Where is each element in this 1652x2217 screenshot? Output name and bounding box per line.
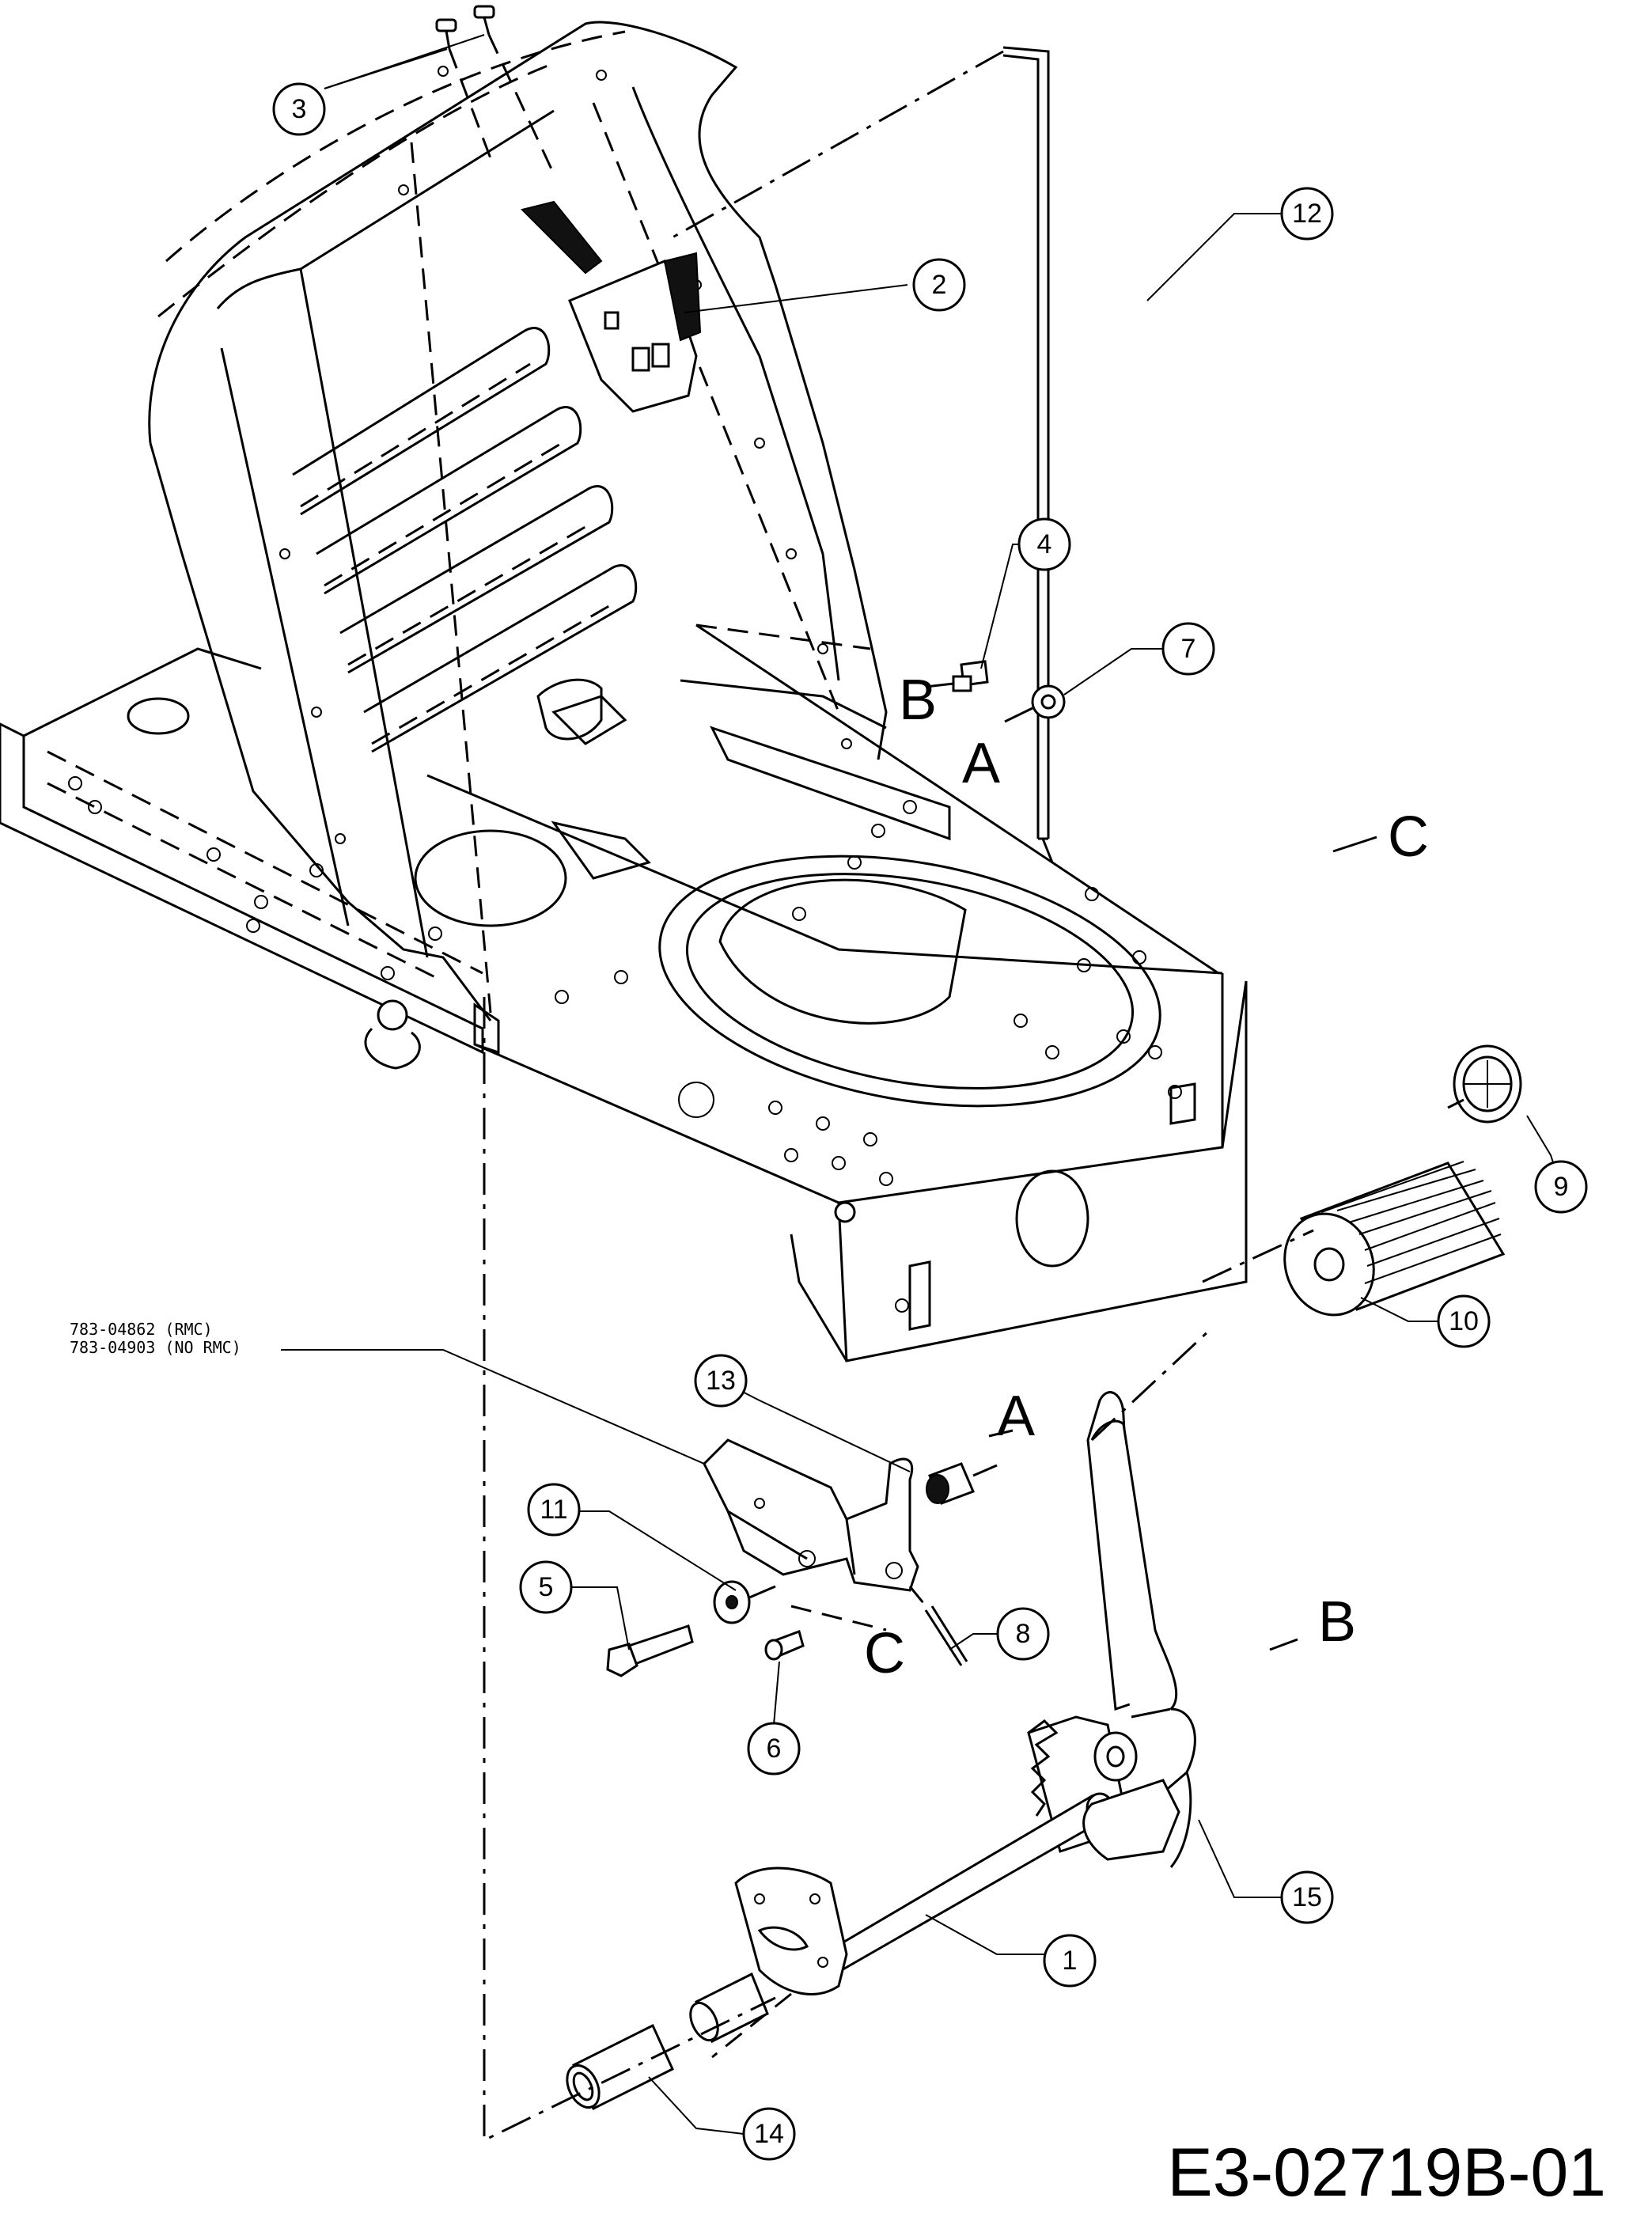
part-note-line-1: 783-04862 (RMC) (70, 1320, 213, 1339)
svg-text:2: 2 (932, 270, 947, 300)
callout-3: 3 (272, 82, 326, 136)
part-12-rod (672, 46, 1054, 863)
callout-7: 7 (1161, 622, 1215, 676)
part-2-seat-latch (521, 200, 702, 413)
seat-vent-ribs (292, 327, 638, 753)
connector-a-upper: A (962, 732, 1000, 795)
callout-10: 10 (1437, 1294, 1491, 1348)
document-id: E3-02719B-01 (1167, 2135, 1606, 2211)
callout-4: 4 (1017, 517, 1071, 571)
callout-13: 13 (694, 1354, 748, 1408)
svg-text:13: 13 (706, 1366, 736, 1396)
callout-5: 5 (519, 1560, 573, 1614)
frame-holes (68, 776, 1182, 1313)
svg-text:6: 6 (767, 1734, 782, 1764)
pedal-bracket (703, 1438, 919, 1631)
part-13-spacer (926, 1462, 998, 1505)
callout-9: 9 (1534, 1160, 1588, 1214)
svg-text:9: 9 (1554, 1172, 1569, 1202)
part-10-handle-grip (1283, 1161, 1506, 1317)
callout-14: 14 (742, 2107, 796, 2161)
callout-12: 12 (1280, 187, 1334, 241)
svg-text:5: 5 (539, 1572, 554, 1602)
part-14-bushing (566, 1972, 769, 2111)
callout-15: 15 (1280, 1870, 1334, 1924)
svg-text:14: 14 (754, 2119, 784, 2149)
svg-text:8: 8 (1016, 1619, 1031, 1649)
svg-text:4: 4 (1037, 529, 1052, 559)
svg-text:12: 12 (1292, 199, 1322, 229)
callout-8: 8 (996, 1607, 1050, 1661)
parts-5-6-8-11-hardware (606, 1580, 968, 1677)
part-1-shaft (711, 1715, 1180, 2059)
callout-2: 2 (912, 258, 966, 312)
connector-b-upper: B (899, 669, 937, 732)
parts-4-7-hardware (925, 660, 1066, 723)
callout-1: 1 (1043, 1934, 1097, 1988)
part-note-line-2: 783-04903 (NO RMC) (70, 1338, 241, 1357)
connector-c-upper: C (1388, 805, 1429, 869)
connector-a-lower: A (997, 1385, 1035, 1448)
connector-b-lower: B (1318, 1590, 1356, 1654)
frame-assembly (0, 623, 1248, 1362)
callouts: 3 2 12 4 7 9 10 13 11 5 8 6 15 1 14 (272, 82, 1588, 2161)
callout-11: 11 (527, 1483, 581, 1537)
svg-text:7: 7 (1181, 634, 1196, 664)
svg-text:11: 11 (540, 1495, 567, 1525)
svg-text:1: 1 (1063, 1946, 1078, 1976)
part-9-cap (1447, 1044, 1522, 1124)
part-3-screws (435, 5, 555, 175)
svg-text:10: 10 (1449, 1306, 1479, 1336)
connector-letters: B A C A B C (864, 669, 1429, 1685)
fender-seat-pan (148, 21, 888, 1021)
svg-text:3: 3 (292, 94, 307, 124)
callout-6: 6 (747, 1722, 801, 1775)
connector-c-lower: C (864, 1622, 905, 1685)
part-number-note: 783-04862 (RMC) 783-04903 (NO RMC) (70, 1320, 241, 1357)
svg-text:15: 15 (1292, 1882, 1322, 1912)
axis-centerline (483, 997, 776, 2143)
